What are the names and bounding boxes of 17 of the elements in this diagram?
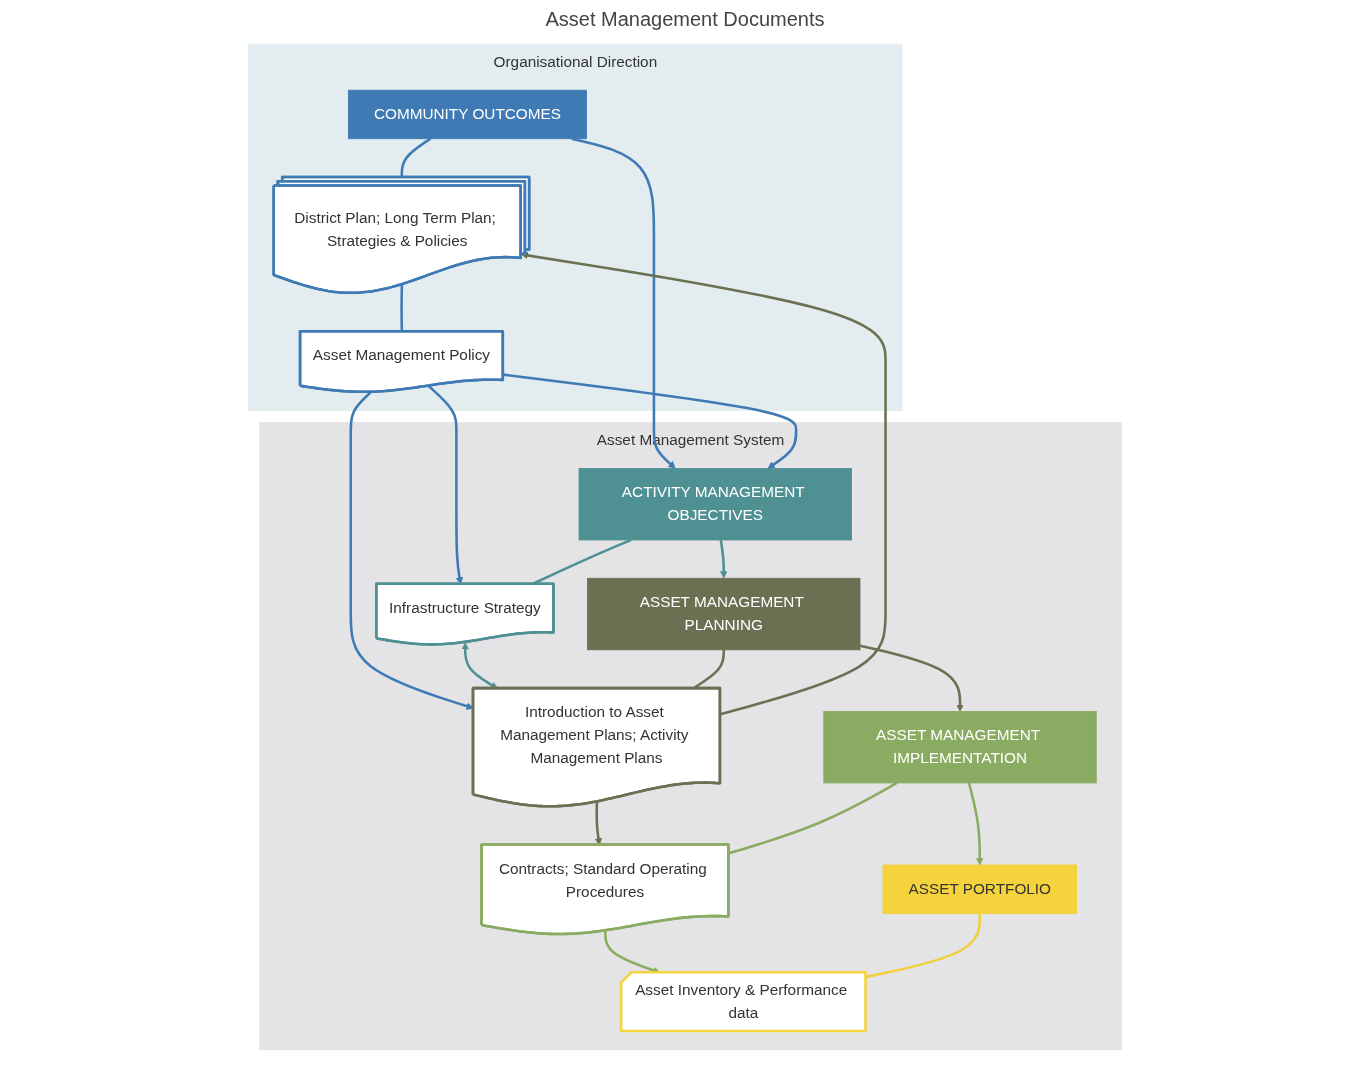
node-box: COMMUNITY OUTCOMES [347,89,587,140]
node-box: ACTIVITY MANAGEMENT OBJECTIVES [578,468,852,541]
arrow [859,644,964,712]
node-box: ASSET MANAGEMENT PLANNING [587,577,861,651]
arrow [503,373,798,469]
connector [865,913,982,979]
arrow [719,539,728,579]
arrow [349,391,474,710]
node-box: ASSET PORTFOLIO [882,864,1077,914]
column-heading: Asset Management Documents [545,8,825,30]
connector [400,137,432,178]
arrow [967,782,984,866]
connector [728,781,898,855]
arrow [571,137,676,469]
node-box: ASSET MANAGEMENT IMPLEMENTATION [823,711,1097,784]
connector [400,284,404,332]
arrow [461,642,498,689]
